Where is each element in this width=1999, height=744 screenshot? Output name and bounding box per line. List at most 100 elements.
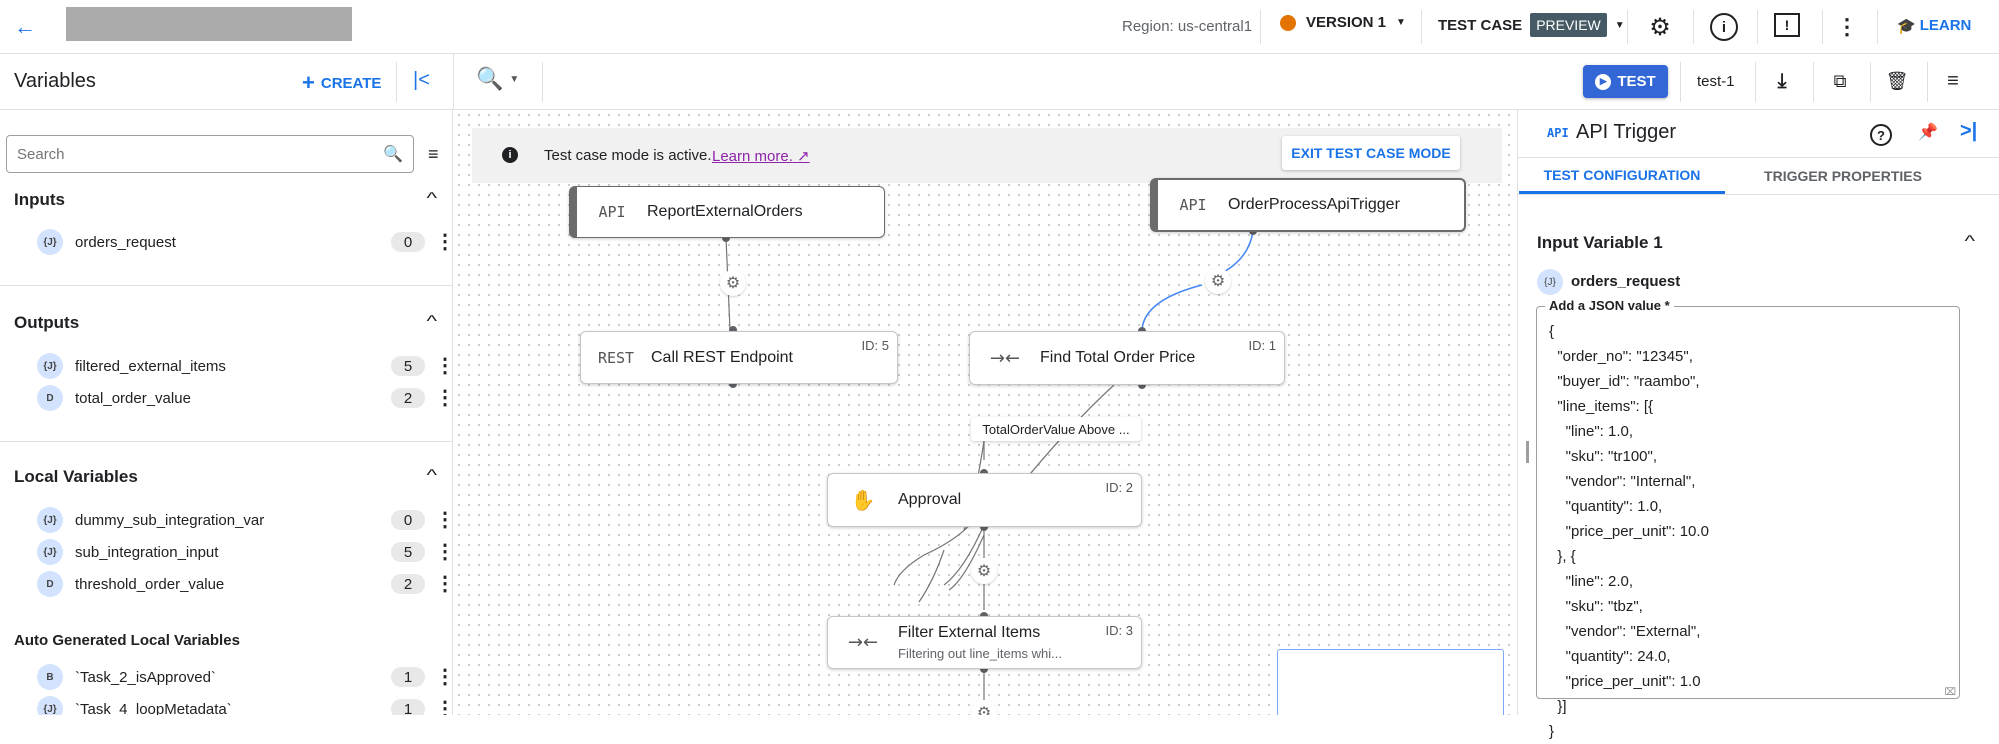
json-value: { "order_no": "12345", "buyer_id": "raam… [1549, 323, 1709, 740]
more-vert-icon[interactable]: ⋮ [1836, 14, 1858, 39]
collapse-panel-icon[interactable]: |< [413, 69, 430, 91]
edge-gear-icon[interactable]: ⚙ [971, 558, 997, 584]
usage-count: 1 [391, 699, 425, 715]
app-header: ← Region: us-central1 VERSION 1 ▼ TEST C… [0, 0, 1999, 54]
edge-gear-icon[interactable]: ⚙ [971, 700, 997, 715]
chevron-up-icon[interactable]: ^ [426, 467, 438, 484]
version-dropdown[interactable]: VERSION 1 ▼ [1280, 14, 1406, 31]
chevron-up-icon[interactable]: ^ [426, 313, 438, 330]
list-menu-icon[interactable]: ≡ [1947, 69, 1959, 92]
test-mode-banner: i Test case mode is active. Learn more. … [472, 128, 1502, 183]
zoom-in-icon: 🔍 [476, 66, 504, 91]
node-title: Filter External Items [898, 624, 1041, 641]
minimap[interactable] [1277, 649, 1504, 715]
feedback-icon[interactable]: ! [1774, 13, 1800, 37]
resize-grip-icon[interactable]: ⌧ [1944, 687, 1956, 698]
test-case-label: TEST CASE [1438, 16, 1523, 34]
variable-name: orders_request [1571, 273, 1681, 290]
sort-filter-icon[interactable]: ≡ [428, 144, 439, 164]
learn-label: LEARN [1919, 17, 1972, 34]
test-button[interactable]: ▶ TEST [1583, 65, 1668, 98]
learn-more-label: Learn more. [712, 148, 793, 165]
exit-test-case-mode-button[interactable]: EXIT TEST CASE MODE [1282, 136, 1460, 170]
toolbar: Variables +CREATE |< 🔍▼ ▶ TEST test-1 ⤓ … [0, 54, 1999, 110]
more-vert-icon[interactable]: ⋮ [435, 231, 453, 253]
edge-gear-icon[interactable]: ⚙ [720, 270, 746, 296]
usage-count: 1 [391, 667, 425, 687]
more-vert-icon[interactable]: ⋮ [435, 666, 453, 688]
more-vert-icon[interactable]: ⋮ [435, 509, 453, 531]
more-vert-icon[interactable]: ⋮ [435, 387, 453, 409]
usage-count: 0 [391, 510, 425, 530]
more-vert-icon[interactable]: ⋮ [435, 573, 453, 595]
plus-icon: + [302, 70, 315, 95]
json-type-icon: {J} [37, 696, 63, 715]
json-value-textarea[interactable]: Add a JSON value * { "order_no": "12345"… [1536, 298, 1960, 740]
variable-row[interactable]: {J} `Task_4_loopMetadata` 1 ⋮ [37, 695, 453, 716]
usage-count: 5 [391, 542, 425, 562]
copy-icon[interactable]: ⧉ [1833, 70, 1847, 91]
variable-name: filtered_external_items [75, 357, 226, 375]
tab-trigger-properties[interactable]: TRIGGER PROPERTIES [1764, 168, 1922, 184]
variable-name: threshold_order_value [75, 575, 225, 593]
learn-more-link[interactable]: Learn more. ↗ [712, 147, 810, 165]
info-icon: i [502, 147, 518, 163]
collapse-right-panel-icon[interactable]: >| [1960, 120, 1978, 142]
learn-button[interactable]: 🎓LEARN [1897, 17, 1971, 35]
node-id: ID: 3 [1105, 623, 1133, 638]
more-vert-icon[interactable]: ⋮ [435, 355, 453, 377]
json-type-icon: {J} [37, 229, 63, 255]
more-vert-icon[interactable]: ⋮ [435, 541, 453, 563]
api-icon: API [1179, 196, 1207, 214]
variable-name: orders_request [75, 233, 176, 251]
create-variable-button[interactable]: +CREATE [302, 72, 381, 94]
edge-condition-label[interactable]: TotalOrderValue Above ... [971, 417, 1141, 441]
json-type-icon: {J} [37, 353, 63, 379]
caret-down-icon: ▼ [509, 73, 520, 85]
delete-icon[interactable]: 🗑 [1885, 70, 1909, 91]
redacted-title [66, 7, 352, 41]
more-vert-icon[interactable]: ⋮ [435, 698, 453, 715]
caret-down-icon: ▼ [1614, 19, 1625, 31]
info-icon[interactable]: i [1710, 13, 1738, 41]
caret-down-icon: ▼ [1396, 17, 1406, 28]
chevron-up-icon[interactable]: ^ [1964, 233, 1976, 250]
preview-chip: PREVIEW [1530, 13, 1607, 37]
test-case-dropdown[interactable]: TEST CASE PREVIEW ▼ [1438, 13, 1625, 37]
integration-canvas[interactable]: i Test case mode is active. Learn more. … [454, 110, 1517, 715]
rest-icon: REST [597, 348, 635, 367]
zoom-dropdown[interactable]: 🔍▼ [476, 66, 519, 92]
back-arrow-icon[interactable]: ← [14, 14, 36, 39]
resize-handle[interactable] [1526, 441, 1529, 463]
tab-test-configuration[interactable]: TEST CONFIGURATION [1519, 158, 1725, 194]
download-icon[interactable]: ⤓ [1777, 69, 1787, 92]
edge-gear-icon[interactable]: ⚙ [1205, 268, 1231, 294]
settings-gear-icon[interactable]: ⚙ [1649, 13, 1671, 41]
search-placeholder: Search [17, 145, 65, 163]
pin-icon[interactable]: 📌 [1918, 124, 1938, 141]
node-title: ReportExternalOrders [647, 203, 803, 220]
variable-name: `Task_4_loopMetadata` [75, 700, 232, 716]
chevron-up-icon[interactable]: ^ [426, 190, 438, 207]
double-type-icon: D [37, 385, 63, 411]
test-case-name[interactable]: test-1 [1697, 73, 1735, 90]
help-icon[interactable]: ? [1870, 124, 1892, 146]
hand-icon: ✋ [850, 488, 876, 512]
search-input[interactable]: Search 🔍 [6, 135, 414, 173]
variable-row[interactable]: B`Task_2_isApproved`1⋮ [37, 663, 453, 691]
search-icon: 🔍 [383, 146, 403, 163]
open-external-icon: ↗ [797, 148, 810, 165]
